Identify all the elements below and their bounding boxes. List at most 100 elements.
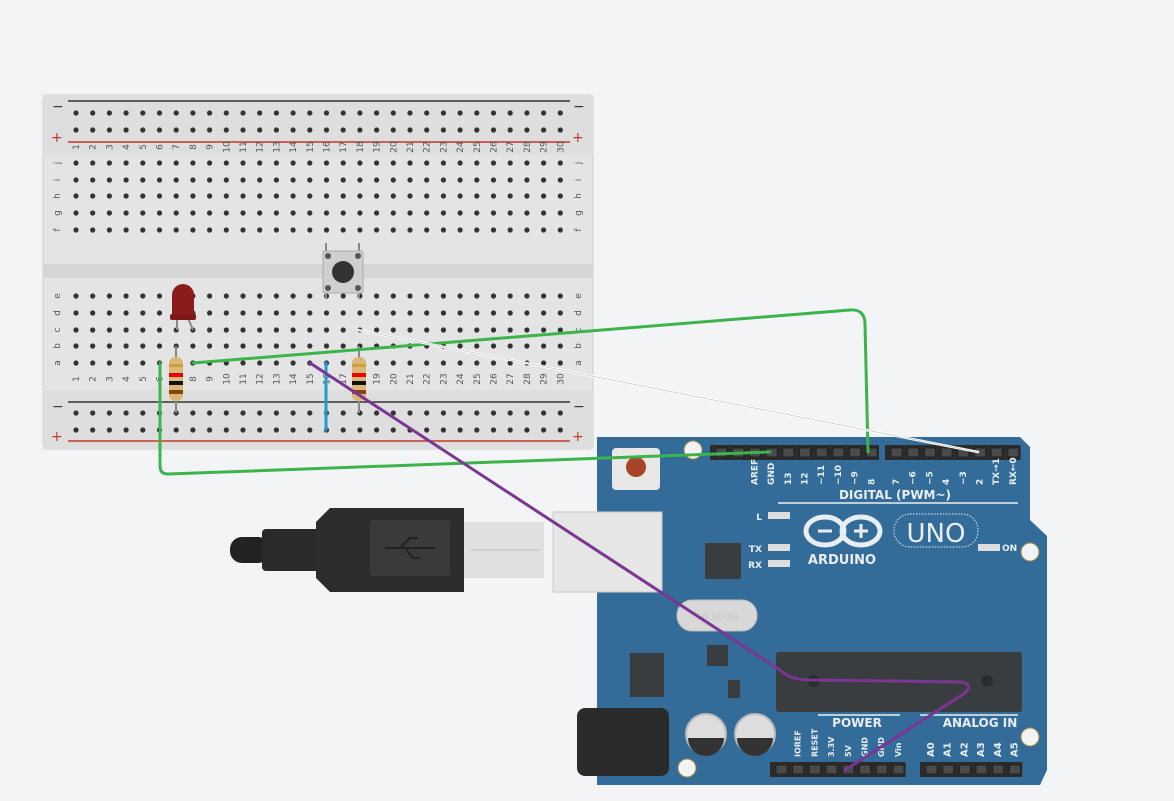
breadboard-hole[interactable]: [73, 293, 79, 299]
breadboard-hole[interactable]: [490, 177, 497, 183]
rail-hole[interactable]: [490, 127, 497, 133]
breadboard-hole[interactable]: [524, 160, 530, 166]
breadboard-hole[interactable]: [123, 193, 129, 199]
breadboard-hole[interactable]: [457, 327, 463, 333]
breadboard-hole[interactable]: [273, 210, 279, 216]
rail-hole[interactable]: [173, 110, 179, 116]
breadboard-hole[interactable]: [407, 193, 413, 199]
breadboard-hole[interactable]: [123, 160, 129, 166]
breadboard-hole[interactable]: [323, 210, 330, 216]
breadboard-hole[interactable]: [340, 193, 346, 199]
breadboard-hole[interactable]: [207, 227, 213, 233]
breadboard-hole[interactable]: [290, 310, 296, 316]
rail-hole[interactable]: [407, 110, 413, 116]
wires[interactable]: [158, 308, 980, 772]
rail-hole[interactable]: [440, 110, 446, 116]
rail-hole[interactable]: [290, 410, 296, 416]
rail-hole[interactable]: [190, 410, 196, 416]
rail-hole[interactable]: [507, 410, 513, 416]
pin-headers[interactable]: [710, 445, 1023, 777]
breadboard-hole[interactable]: [340, 227, 346, 233]
rail-hole[interactable]: [240, 410, 246, 416]
breadboard-hole[interactable]: [474, 310, 480, 316]
rail-hole[interactable]: [240, 127, 246, 133]
breadboard-hole[interactable]: [73, 177, 79, 183]
rail-hole[interactable]: [106, 110, 112, 116]
breadboard-hole[interactable]: [140, 327, 146, 333]
breadboard-hole[interactable]: [407, 160, 413, 166]
breadboard-hole[interactable]: [440, 160, 446, 166]
rail-hole[interactable]: [223, 110, 229, 116]
rail-hole[interactable]: [474, 110, 480, 116]
rail-hole[interactable]: [257, 410, 263, 416]
breadboard-hole[interactable]: [340, 177, 346, 183]
breadboard-hole[interactable]: [407, 177, 413, 183]
rail-hole[interactable]: [73, 410, 79, 416]
breadboard-hole[interactable]: [374, 160, 380, 166]
rail-hole[interactable]: [440, 127, 446, 133]
header-pin[interactable]: [892, 764, 905, 775]
breadboard-hole[interactable]: [440, 293, 446, 299]
breadboard-hole[interactable]: [106, 327, 112, 333]
breadboard-hole[interactable]: [557, 327, 563, 333]
breadboard-hole[interactable]: [307, 293, 313, 299]
breadboard-hole[interactable]: [140, 210, 146, 216]
breadboard-hole[interactable]: [541, 310, 547, 316]
rail-hole[interactable]: [273, 127, 279, 133]
rail-hole[interactable]: [307, 110, 313, 116]
breadboard-hole[interactable]: [290, 327, 296, 333]
breadboard-hole[interactable]: [474, 160, 480, 166]
breadboard-hole[interactable]: [390, 193, 396, 199]
breadboard-hole[interactable]: [73, 310, 79, 316]
breadboard-hole[interactable]: [440, 193, 446, 199]
breadboard-hole[interactable]: [106, 193, 112, 199]
rail-hole[interactable]: [90, 127, 96, 133]
wire-green-pin8[interactable]: [191, 308, 870, 454]
rail-hole[interactable]: [524, 410, 530, 416]
breadboard-hole[interactable]: [90, 193, 96, 199]
rail-hole[interactable]: [290, 110, 296, 116]
breadboard-hole[interactable]: [457, 210, 463, 216]
breadboard-hole[interactable]: [490, 343, 497, 349]
header-pin[interactable]: [923, 447, 936, 458]
breadboard-hole[interactable]: [440, 227, 446, 233]
breadboard-hole[interactable]: [507, 293, 513, 299]
breadboard-hole[interactable]: [340, 293, 346, 299]
header-pin[interactable]: [875, 764, 888, 775]
breadboard-hole[interactable]: [424, 360, 430, 366]
breadboard-hole[interactable]: [123, 360, 129, 366]
rail-hole[interactable]: [240, 427, 246, 433]
breadboard-hole[interactable]: [507, 343, 513, 349]
breadboard-hole[interactable]: [407, 293, 413, 299]
breadboard-hole[interactable]: [90, 177, 96, 183]
breadboard-hole[interactable]: [323, 310, 330, 316]
breadboard-hole[interactable]: [541, 227, 547, 233]
breadboard-hole[interactable]: [190, 160, 196, 166]
breadboard-hole[interactable]: [240, 227, 246, 233]
breadboard-hole[interactable]: [90, 160, 96, 166]
breadboard-hole[interactable]: [240, 177, 246, 183]
breadboard-hole[interactable]: [140, 310, 146, 316]
rail-hole[interactable]: [524, 110, 530, 116]
breadboard-hole[interactable]: [223, 293, 229, 299]
breadboard-hole[interactable]: [474, 327, 480, 333]
breadboard-hole[interactable]: [140, 293, 146, 299]
breadboard-hole[interactable]: [307, 327, 313, 333]
breadboard-hole[interactable]: [524, 343, 530, 349]
breadboard-hole[interactable]: [140, 177, 146, 183]
breadboard-hole[interactable]: [90, 293, 96, 299]
rail-hole[interactable]: [257, 427, 263, 433]
rail-hole[interactable]: [457, 110, 463, 116]
breadboard-hole[interactable]: [307, 193, 313, 199]
breadboard-hole[interactable]: [390, 210, 396, 216]
breadboard-hole[interactable]: [340, 210, 346, 216]
breadboard-hole[interactable]: [73, 327, 79, 333]
breadboard-hole[interactable]: [541, 210, 547, 216]
breadboard-hole[interactable]: [474, 293, 480, 299]
rail-hole[interactable]: [90, 110, 96, 116]
breadboard-hole[interactable]: [240, 210, 246, 216]
rail-hole[interactable]: [490, 427, 497, 433]
breadboard-hole[interactable]: [123, 310, 129, 316]
breadboard-hole[interactable]: [106, 310, 112, 316]
rail-hole[interactable]: [73, 110, 79, 116]
